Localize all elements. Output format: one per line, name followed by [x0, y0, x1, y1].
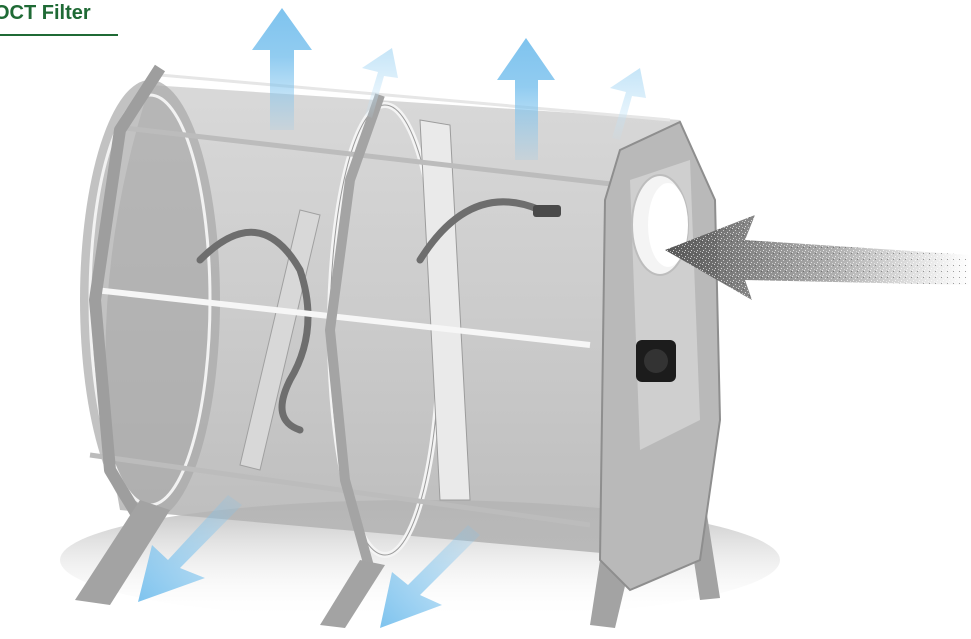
frame-left	[89, 64, 166, 524]
inner-strap	[419, 119, 471, 501]
leg-middle	[320, 560, 385, 628]
leg-left	[75, 500, 170, 605]
rail-bottom	[89, 452, 591, 528]
down-left-arrow-icon	[380, 525, 480, 628]
internal-hose-right	[416, 198, 544, 264]
up-arrow-icon	[610, 68, 646, 140]
dirty-air-inlet	[665, 215, 971, 300]
page-title: OCT Filter	[0, 2, 91, 24]
nozzle	[533, 205, 561, 217]
up-arrow-icon	[252, 8, 312, 130]
up-arrow-icon	[497, 38, 555, 160]
rail-middle	[94, 287, 591, 348]
down-left-arrow-icon	[138, 495, 242, 602]
rail-upper	[159, 73, 671, 122]
motor-hub	[644, 349, 668, 373]
rail-top	[124, 125, 621, 188]
title-bar: OCT Filter	[0, 0, 118, 36]
frame-middle	[325, 93, 385, 572]
up-arrow-icon	[362, 48, 398, 118]
